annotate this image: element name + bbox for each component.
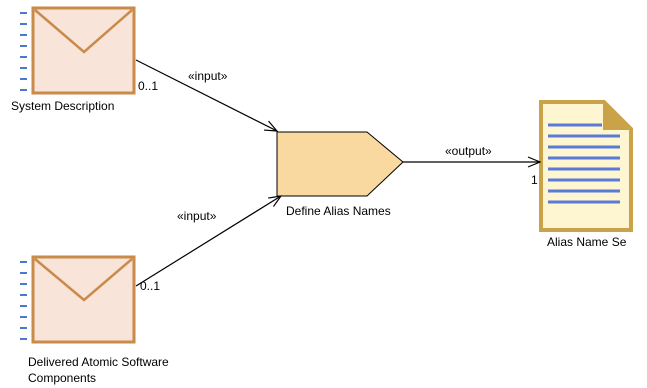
- output-multiplicity: 1: [531, 173, 538, 187]
- delivered-components-label: Delivered Atomic Software Components: [28, 354, 218, 386]
- input-bottom-multiplicity: 0..1: [140, 279, 161, 293]
- alias-name-set-label: Alias Name Se: [547, 235, 627, 249]
- define-alias-names-node[interactable]: [276, 131, 404, 197]
- system-description-node[interactable]: [20, 6, 136, 95]
- output-stereotype: «output»: [445, 144, 492, 158]
- define-alias-names-label: Define Alias Names: [286, 204, 391, 218]
- delivered-components-node[interactable]: [20, 255, 136, 344]
- dash-marks-icon: [20, 12, 27, 91]
- delivered-components-label-line-2: Components: [28, 371, 97, 385]
- input-top-multiplicity: 0..1: [138, 79, 159, 93]
- input-bottom-stereotype: «input»: [177, 209, 217, 223]
- dash-marks-icon: [20, 261, 27, 340]
- envelope-icon: [31, 6, 136, 95]
- system-description-label: System Description: [11, 99, 115, 113]
- edge-input-top[interactable]: [135, 59, 277, 131]
- alias-name-set-node[interactable]: [539, 99, 634, 232]
- document-icon: [539, 99, 634, 232]
- edge-input-bottom[interactable]: [135, 196, 281, 287]
- envelope-icon: [31, 255, 136, 344]
- delivered-components-label-line-1: Delivered Atomic Software: [28, 355, 169, 369]
- input-top-stereotype: «input»: [188, 69, 228, 83]
- task-pentagon-icon: [276, 131, 404, 197]
